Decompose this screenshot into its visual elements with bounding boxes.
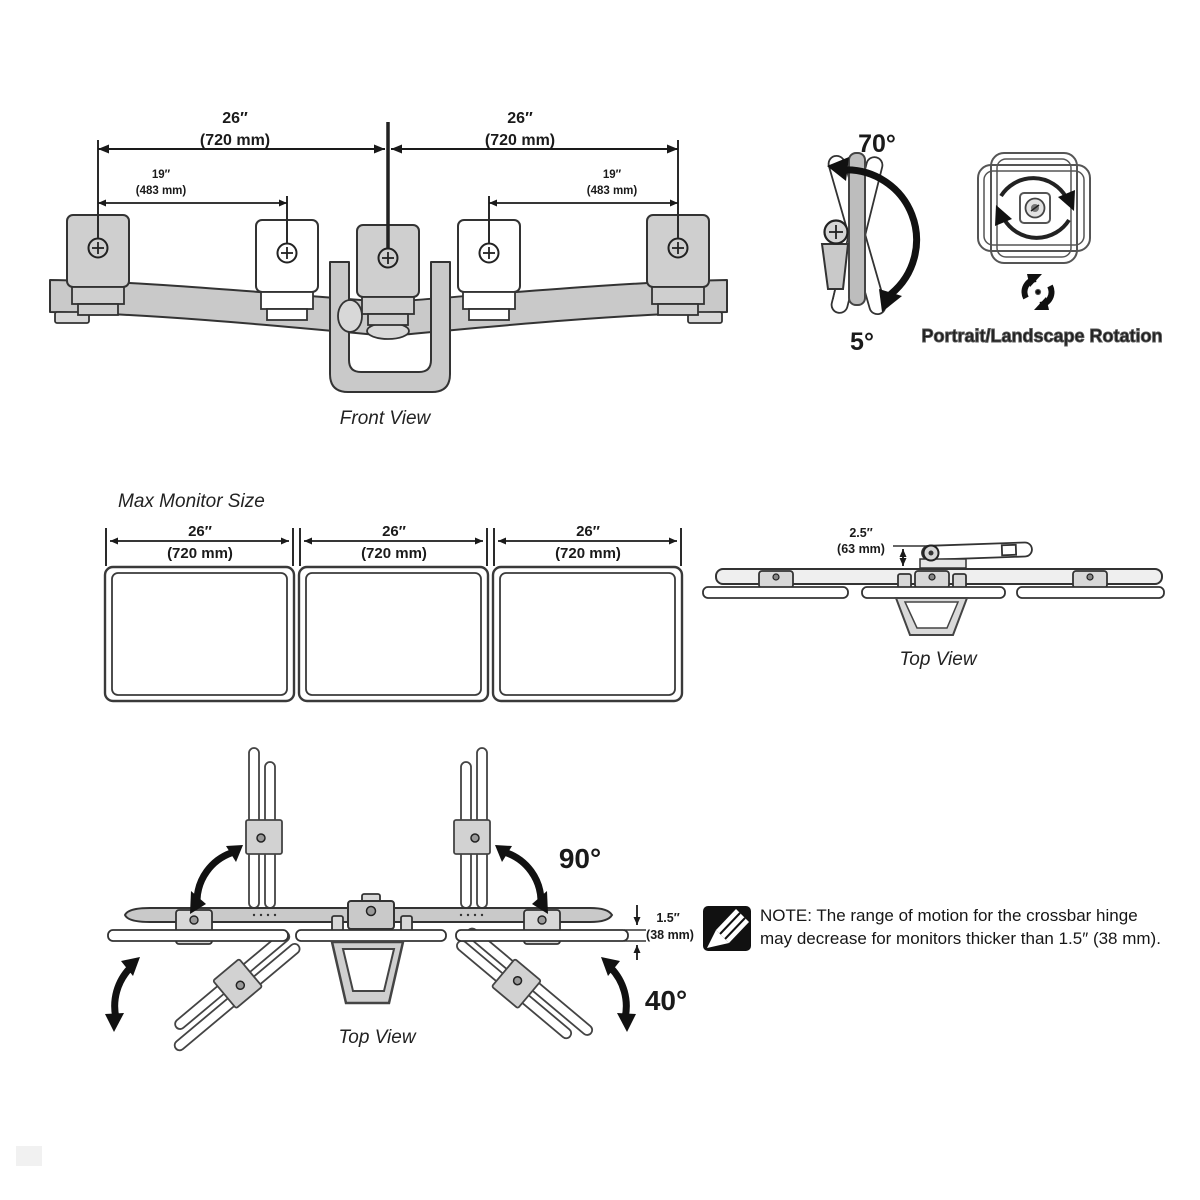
tilt-arrowhead-bottom bbox=[879, 289, 902, 312]
max-monitor-heading: Max Monitor Size bbox=[118, 491, 265, 512]
tilt-arc-arrow bbox=[839, 166, 921, 298]
cable-hook bbox=[337, 299, 363, 333]
clamp-bracket bbox=[329, 261, 451, 393]
tv-monitor-profiles bbox=[702, 586, 1165, 599]
swing-down-label: 40° bbox=[645, 985, 687, 1016]
tilt-bracket bbox=[820, 243, 850, 290]
swing-arrow-down-right bbox=[601, 957, 636, 1032]
scan-artifact bbox=[16, 1146, 42, 1166]
swing-arrow-up-left bbox=[190, 845, 243, 914]
dim-label-26-right-mm: (720 mm) bbox=[485, 132, 555, 149]
dim-label-26-left-in: 26″ bbox=[222, 110, 248, 127]
thickness-dim bbox=[624, 905, 646, 960]
tv-dim-in: 2.5″ bbox=[849, 526, 872, 540]
rotation-caption: Portrait/Landscape Rotation bbox=[921, 326, 1162, 346]
note-line1: NOTE: The range of motion for the crossb… bbox=[760, 906, 1138, 925]
monitor-3 bbox=[491, 565, 684, 703]
rotation-icon bbox=[1021, 274, 1055, 310]
swing-arrow-up-right bbox=[495, 845, 548, 914]
top-view-swing-caption: Top View bbox=[338, 1027, 416, 1048]
mon1-dim-mm: (720 mm) bbox=[167, 545, 233, 562]
portrait-frame-outer bbox=[990, 152, 1078, 264]
top-view-depth-diagram: 2.5″ (63 mm) Top View bbox=[702, 526, 1165, 670]
pencil-icon bbox=[703, 906, 751, 951]
landscape-frame-outer bbox=[977, 164, 1091, 252]
dim-label-26-left-mm: (720 mm) bbox=[200, 132, 270, 149]
swing-arrow-down-left bbox=[105, 957, 140, 1032]
tv-handle-inner bbox=[903, 601, 960, 629]
tilt-down-label: 5° bbox=[850, 328, 874, 356]
wing-arm-up-left bbox=[245, 747, 283, 909]
monitor-side-profile bbox=[848, 152, 866, 306]
front-view-diagram: 26″ (720 mm) 26″ (720 mm) 19″ (483 mm) 1… bbox=[49, 110, 728, 429]
rotation-arc-bottom-head bbox=[995, 205, 1012, 226]
rotation-arc-top bbox=[999, 176, 1068, 199]
dim-label-19-left-in: 19″ bbox=[152, 169, 171, 181]
monitor-2 bbox=[297, 565, 490, 703]
tv-hinge-screw bbox=[928, 550, 934, 556]
mon2-dim-in: 26″ bbox=[382, 523, 406, 540]
hub-screw-slot bbox=[1030, 204, 1040, 212]
rotation-arc-bottom bbox=[1002, 217, 1071, 240]
tilt-arrowhead-top bbox=[827, 157, 849, 181]
rotation-arc-top-head bbox=[1058, 190, 1075, 211]
tilt-diagram: 70° 5° bbox=[820, 130, 921, 356]
bv-adjustment-dots bbox=[252, 913, 484, 917]
swing-up-label: 90° bbox=[559, 843, 601, 874]
top-view-swing-diagram: 1.5″ (38 mm) 90° 40° Top View bbox=[105, 747, 694, 1056]
mon3-dim-mm: (720 mm) bbox=[555, 545, 621, 562]
bv-handle-inner bbox=[341, 948, 396, 992]
dim-label-19-left-mm: (483 mm) bbox=[136, 185, 187, 197]
front-view-caption: Front View bbox=[340, 408, 432, 429]
thickness-mm: (38 mm) bbox=[646, 928, 694, 942]
dim-label-19-right-in: 19″ bbox=[603, 169, 622, 181]
note-block: NOTE: The range of motion for the crossb… bbox=[703, 906, 1161, 951]
mon3-dim-in: 26″ bbox=[576, 523, 600, 540]
max-monitor-size: Max Monitor Size 26″ (720 mm) 26″ (720 m… bbox=[103, 491, 684, 703]
top-view-depth-caption: Top View bbox=[899, 649, 977, 670]
dim-label-19-right-mm: (483 mm) bbox=[587, 185, 638, 197]
rotation-diagram: Portrait/Landscape Rotation bbox=[921, 152, 1163, 347]
tilt-up-label: 70° bbox=[858, 130, 896, 158]
bv-monitor-profiles bbox=[107, 929, 629, 942]
tilt-bracket-stem bbox=[832, 288, 836, 300]
dim-label-26-right-in: 26″ bbox=[507, 110, 533, 127]
thickness-in: 1.5″ bbox=[656, 911, 679, 925]
tv-swing-arm bbox=[921, 541, 1033, 561]
mon2-dim-mm: (720 mm) bbox=[361, 545, 427, 562]
note-line2: may decrease for monitors thicker than 1… bbox=[760, 929, 1161, 948]
mon1-dim-in: 26″ bbox=[188, 523, 212, 540]
wing-arm-down-right bbox=[449, 923, 598, 1056]
tv-arm-link bbox=[919, 558, 967, 569]
monitor-1 bbox=[103, 565, 296, 703]
landscape-frame-inner bbox=[983, 170, 1085, 246]
wing-arm-up-right bbox=[453, 747, 491, 909]
tv-dim-mm: (63 mm) bbox=[837, 542, 885, 556]
